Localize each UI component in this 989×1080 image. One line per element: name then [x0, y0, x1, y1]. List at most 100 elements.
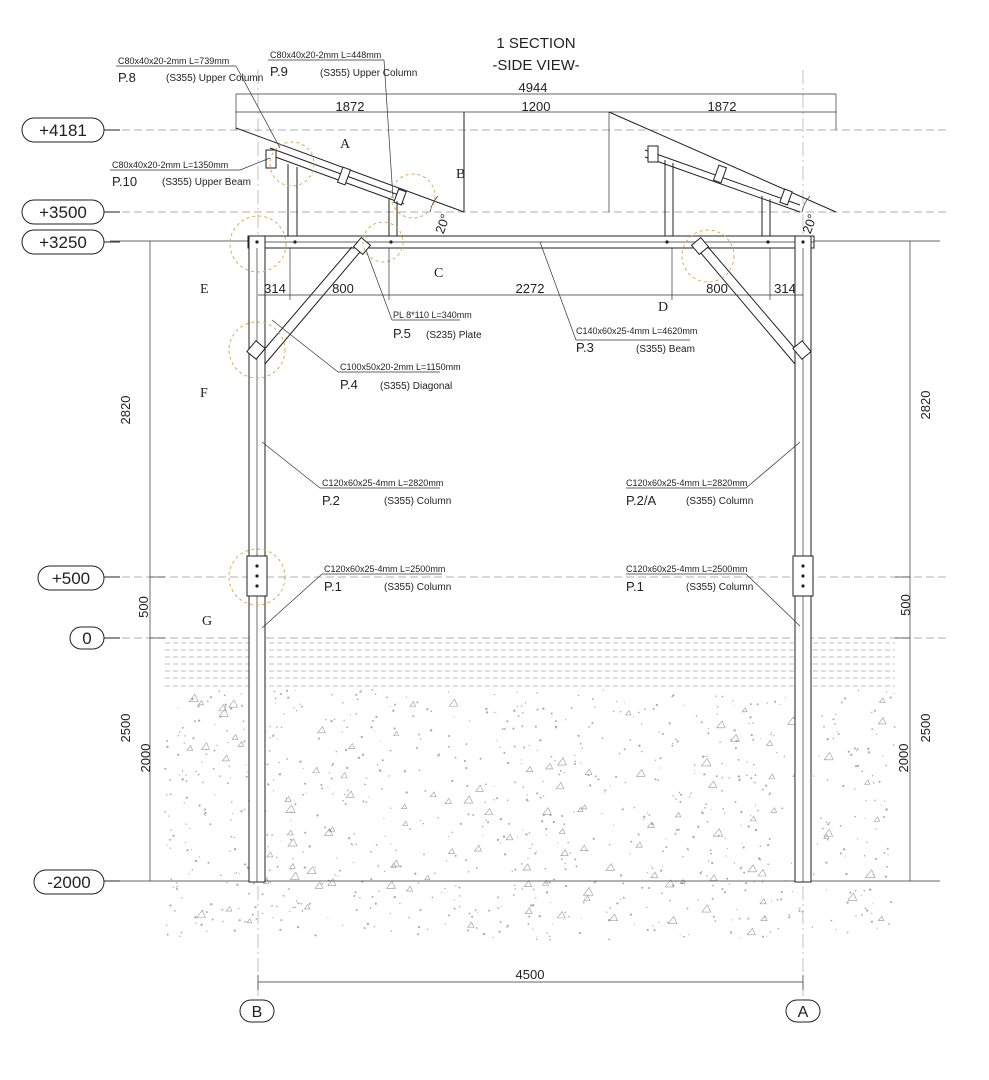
axis-right-label: A	[798, 1004, 809, 1021]
p9-number: P.9	[270, 64, 288, 79]
left-panel-frame	[235, 112, 465, 241]
right-vertical-dimensions: 2820 500 2500 2000	[895, 241, 933, 881]
title-line1: 1 SECTION	[496, 35, 575, 52]
left-column	[246, 235, 268, 883]
dim-beam-left-edge: 314	[264, 281, 286, 296]
p3-spec: C140x60x25-4mm L=4620mm	[576, 326, 697, 336]
p1-left-number: P.1	[324, 579, 342, 594]
p4-number: P.4	[340, 377, 358, 392]
dim-beam-right-brace: 800	[706, 281, 728, 296]
detail-e-label: E	[200, 282, 209, 297]
p10-number: P.10	[112, 174, 137, 189]
dim-bottom-span: 4500	[516, 967, 545, 982]
detail-c-label: C	[434, 266, 443, 281]
level-minus-2000-label: -2000	[47, 873, 90, 892]
p5-number: P.5	[393, 326, 411, 341]
dim-overall-top: 4944	[519, 80, 548, 95]
p2a-number: P.2/A	[626, 493, 656, 508]
level-tag-4181: +4181	[21, 117, 120, 143]
main-beam	[247, 235, 815, 249]
right-panel-frame	[608, 111, 837, 241]
callout-p5: PL 8*110 L=340mm P.5 (S235) Plate	[393, 310, 482, 341]
callout-p4: C100x50x20-2mm L=1150mm P.4 (S355) Diago…	[340, 362, 461, 392]
level-tag-500: +500	[37, 565, 120, 591]
p9-material: (S355) Upper Column	[320, 68, 417, 79]
dim-right-above-ground: 500	[898, 594, 913, 616]
p4-spec: C100x50x20-2mm L=1150mm	[340, 362, 461, 372]
p4-material: (S355) Diagonal	[380, 381, 452, 392]
p1-left-spec: C120x60x25-4mm L=2500mm	[324, 564, 445, 574]
beam-dimensions: 314 800 2272 800 314	[258, 248, 803, 300]
right-diagonal	[690, 236, 812, 365]
dim-beam-mid: 2272	[516, 281, 545, 296]
p8-number: P.8	[118, 70, 136, 85]
detail-circles	[228, 141, 735, 606]
callout-p8: C80x40x20-2mm L=739mm P.8 (S355) Upper C…	[118, 56, 263, 85]
p2-number: P.2	[322, 493, 340, 508]
callout-p2: C120x60x25-4mm L=2820mm P.2 (S355) Colum…	[322, 478, 451, 508]
soil-texture	[164, 689, 896, 941]
detail-g-label: G	[202, 614, 212, 629]
dim-beam-right-edge: 314	[774, 281, 796, 296]
dim-left-embed-total: 2500	[118, 714, 133, 743]
p5-spec: PL 8*110 L=340mm	[393, 310, 472, 320]
callout-p1-left: C120x60x25-4mm L=2500mm P.1 (S355) Colum…	[324, 564, 451, 594]
detail-d-label: D	[658, 300, 668, 315]
dim-right-embed-total: 2500	[918, 714, 933, 743]
level-tag-0: 0	[69, 626, 120, 650]
p3-number: P.3	[576, 340, 594, 355]
bottom-span-dimension: 4500	[257, 967, 804, 990]
p8-material: (S355) Upper Column	[166, 73, 263, 84]
left-vertical-dimensions: 2820 500 2500 2000	[118, 241, 165, 881]
bolt-markers	[255, 240, 805, 588]
level-3500-label: +3500	[39, 203, 87, 222]
p3-material: (S355) Beam	[636, 344, 695, 355]
ground-hatch	[165, 642, 895, 687]
p2-spec: C120x60x25-4mm L=2820mm	[322, 478, 443, 488]
level-3250-label: +3250	[39, 233, 87, 252]
p10-spec: C80x40x20-2mm L=1350mm	[112, 160, 228, 170]
callout-p3: C140x60x25-4mm L=4620mm P.3 (S355) Beam	[576, 326, 697, 355]
grid-lines	[257, 70, 804, 1000]
title-line2: -SIDE VIEW-	[492, 57, 579, 74]
detail-a-label: A	[340, 137, 351, 152]
dim-left-above-ground: 500	[136, 596, 151, 618]
callout-p2a: C120x60x25-4mm L=2820mm P.2/A (S355) Col…	[626, 478, 753, 508]
p1-right-material: (S355) Column	[686, 582, 753, 593]
dim-beam-left-brace: 800	[332, 281, 354, 296]
dim-top-right: 1872	[708, 99, 737, 114]
p10-material: (S355) Upper Beam	[162, 177, 251, 188]
level-tag-minus-2000: -2000	[33, 869, 120, 895]
right-column	[792, 235, 814, 883]
callout-p10: C80x40x20-2mm L=1350mm P.10 (S355) Upper…	[112, 160, 251, 189]
p5-material: (S235) Plate	[426, 330, 482, 341]
p1-left-material: (S355) Column	[384, 582, 451, 593]
p2a-spec: C120x60x25-4mm L=2820mm	[626, 478, 747, 488]
p2a-material: (S355) Column	[686, 496, 753, 507]
detail-f-label: F	[200, 386, 208, 401]
level-4181-label: +4181	[39, 121, 87, 140]
leader-lines	[110, 59, 801, 629]
p1-right-spec: C120x60x25-4mm L=2500mm	[626, 564, 747, 574]
p9-spec: C80x40x20-2mm L=448mm	[270, 50, 381, 60]
axis-bubble-right: A	[785, 999, 821, 1023]
p2-material: (S355) Column	[384, 496, 451, 507]
dim-top-mid: 1200	[522, 99, 551, 114]
axis-left-label: B	[252, 1004, 263, 1021]
dim-left-height: 2820	[118, 396, 133, 425]
p1-right-number: P.1	[626, 579, 644, 594]
p8-spec: C80x40x20-2mm L=739mm	[118, 56, 229, 66]
dim-left-embed: 2000	[138, 744, 153, 773]
detail-b-label: B	[456, 167, 465, 182]
callout-p9: C80x40x20-2mm L=448mm P.9 (S355) Upper C…	[270, 50, 417, 79]
left-diagonal	[246, 236, 372, 365]
level-0-label: 0	[82, 629, 91, 648]
level-tag-3250: +3250	[21, 229, 120, 255]
callout-p1-right: C120x60x25-4mm L=2500mm P.1 (S355) Colum…	[626, 564, 753, 594]
top-dimensions: 4944 1872 1200 1872	[235, 80, 837, 212]
dim-top-left: 1872	[336, 99, 365, 114]
angle-left-label: 20°	[432, 212, 453, 236]
axis-bubble-left: B	[239, 999, 275, 1023]
level-500-label: +500	[52, 569, 90, 588]
